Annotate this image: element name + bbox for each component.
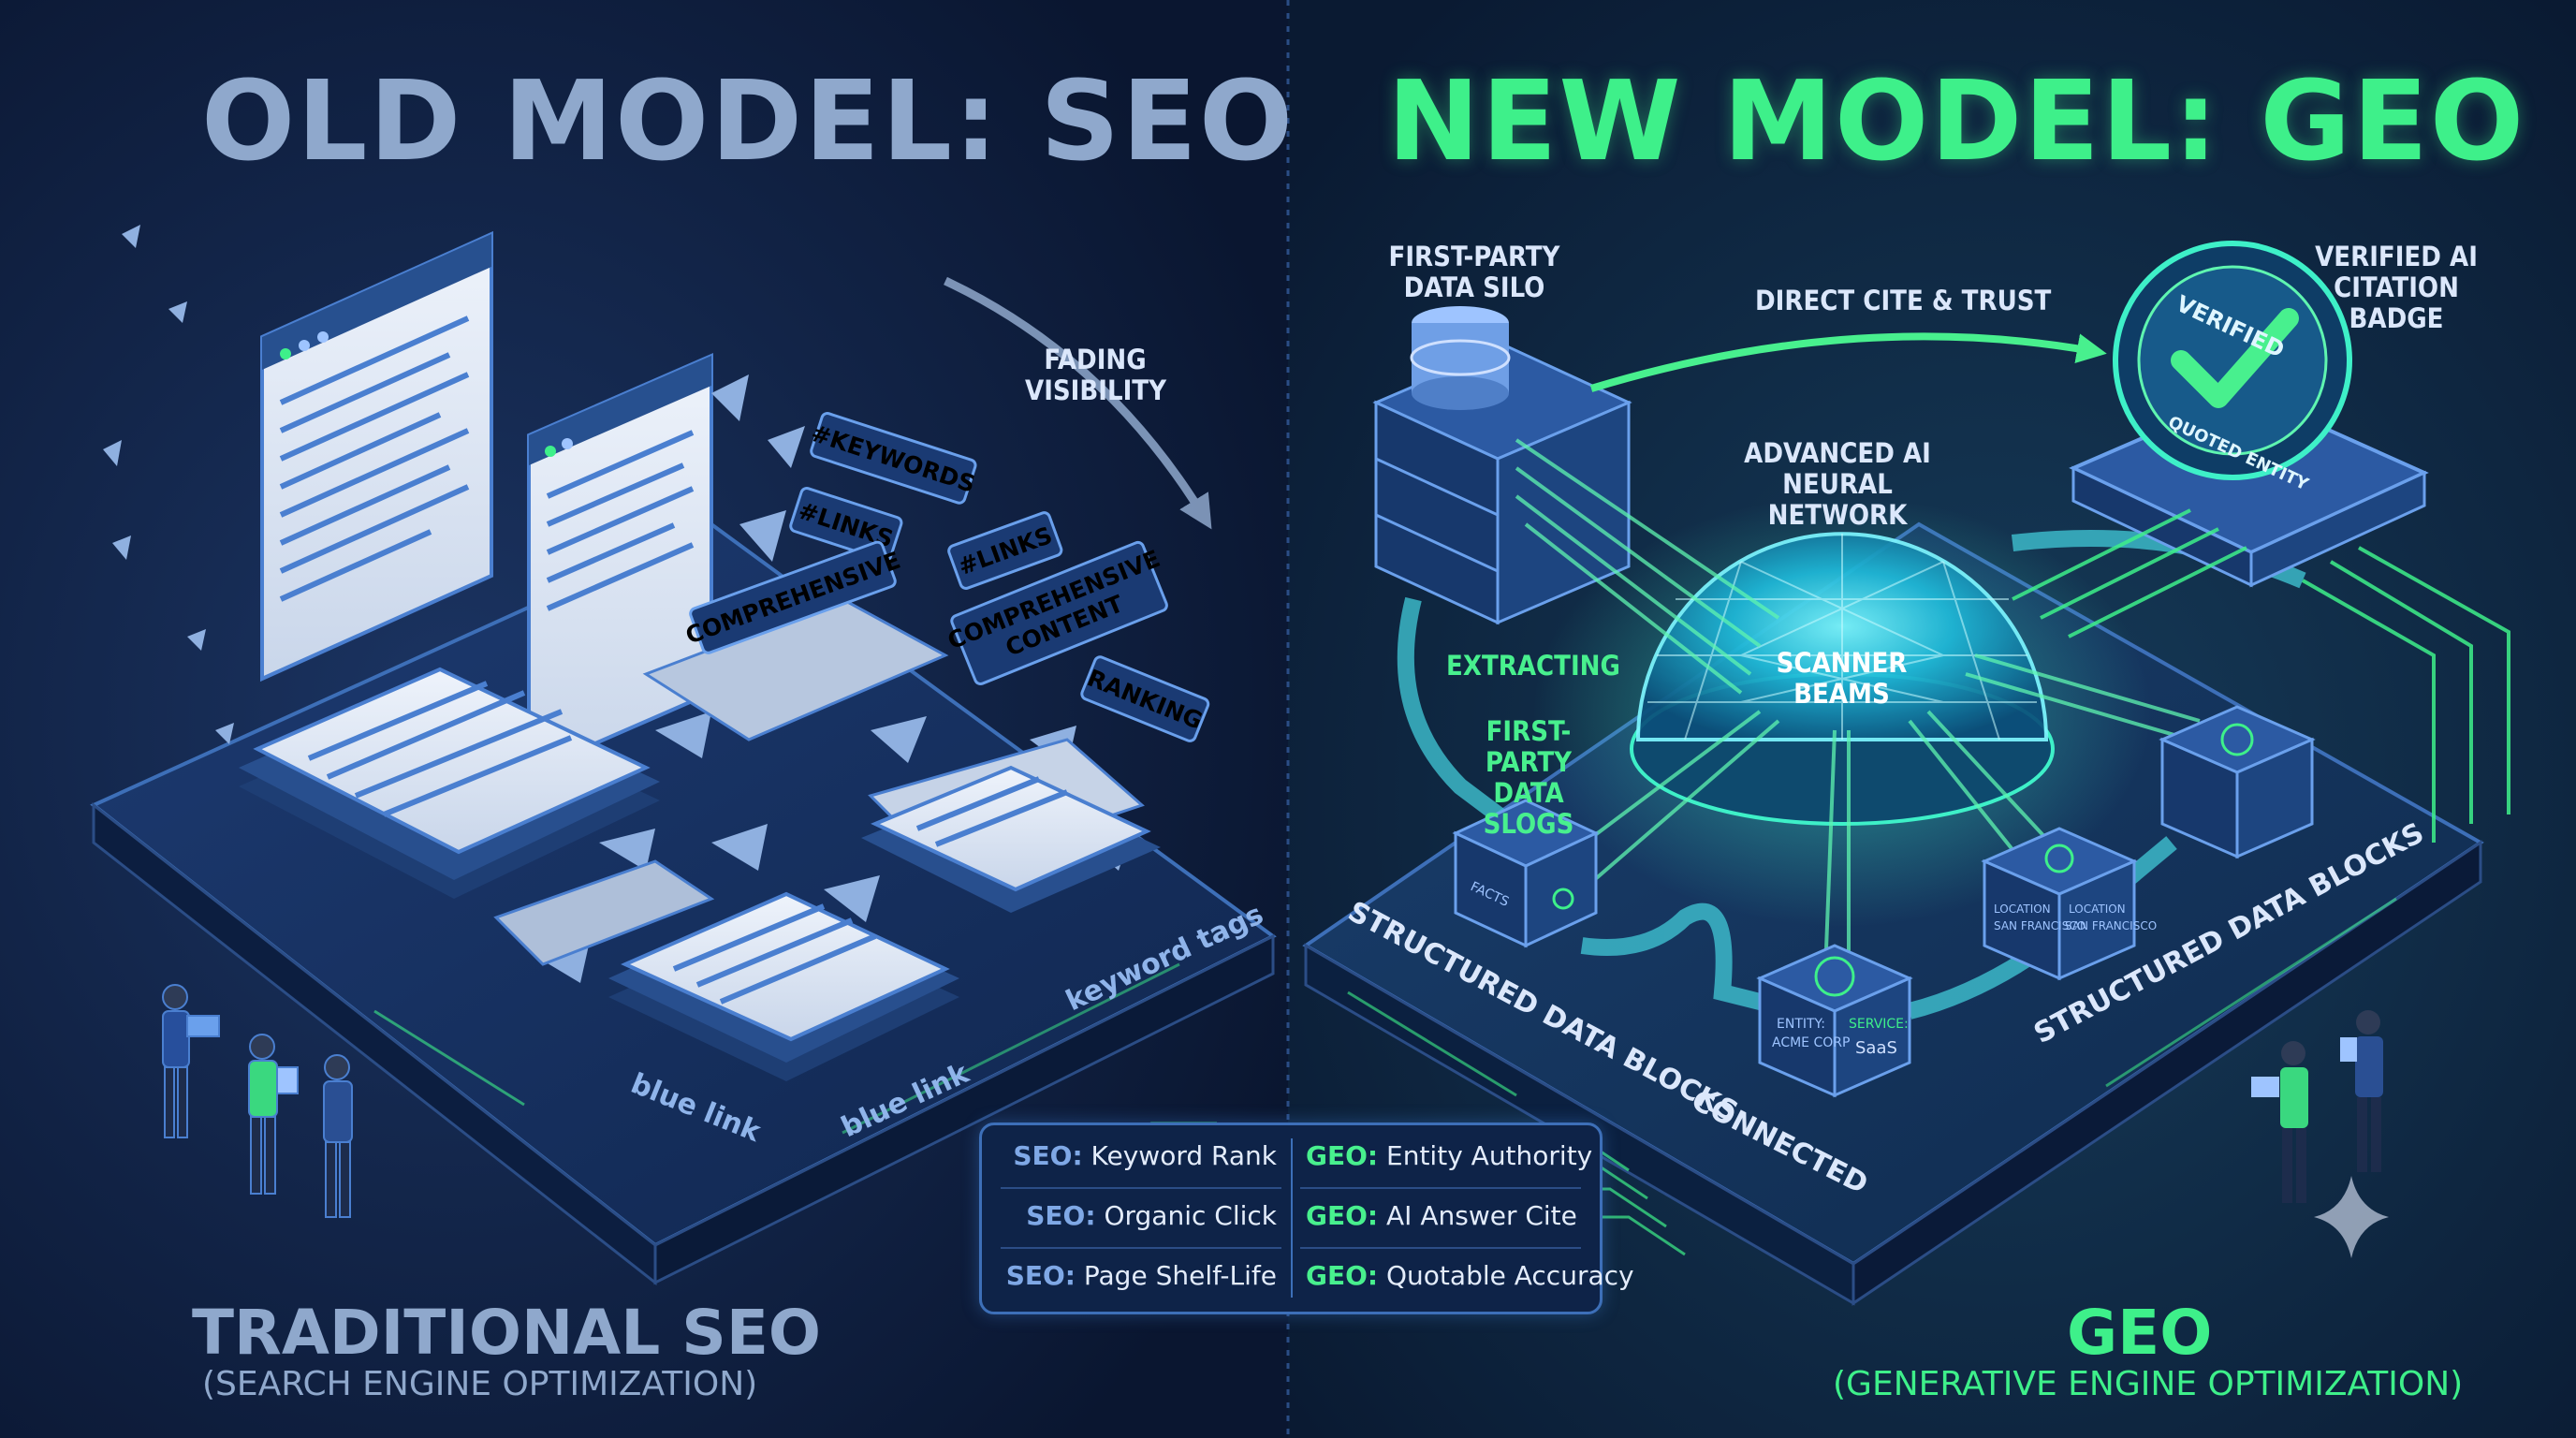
geo-metric-1: GEO: Entity Authority — [1306, 1140, 1593, 1171]
sparkle-icon — [2314, 1176, 2389, 1258]
seo-metric-3: SEO: Page Shelf-Life — [1005, 1260, 1277, 1291]
data-silo-server — [1372, 306, 1632, 625]
document-stack-2 — [608, 891, 959, 1081]
neural-network-label: ADVANCED AI NEURAL NETWORK — [1744, 437, 1931, 531]
document-stack-1 — [239, 667, 660, 899]
seo-metric-1: SEO: Keyword Rank — [1013, 1140, 1277, 1171]
badge-caption: VERIFIED AI CITATION BADGE — [2315, 241, 2478, 334]
neural-network-dome — [1630, 532, 2055, 826]
geo-metric-2: GEO: AI Answer Cite — [1306, 1200, 1577, 1231]
direct-cite-arrow — [1589, 332, 2107, 392]
direct-cite-label: DIRECT CITE & TRUST — [1755, 285, 2052, 316]
data-block-facts: FACTS — [1452, 799, 1600, 948]
svg-text:LOCATION: LOCATION — [2069, 902, 2126, 916]
svg-text:SAN FRANCISCO: SAN FRANCISCO — [1994, 919, 2086, 932]
svg-text:SAN FRANCISCO: SAN FRANCISCO — [2065, 919, 2157, 932]
browser-window-1 — [260, 230, 493, 682]
data-block-settings — [2159, 705, 2316, 859]
traditional-seo-subtitle: (SEARCH ENGINE OPTIMIZATION) — [202, 1365, 758, 1403]
fading-visibility-label: FADING VISIBILITY — [1025, 344, 1166, 406]
svg-text:SaaS: SaaS — [1855, 1038, 1897, 1058]
fading-visibility-arrow — [944, 276, 1212, 530]
scanner-beams-label: SCANNER BEAMS — [1776, 647, 1908, 710]
comparison-divider — [1291, 1138, 1293, 1298]
badge-connector-traces — [2012, 508, 2510, 843]
extracting-label: EXTRACTING — [1446, 650, 1620, 682]
document-stack-3 — [861, 765, 1161, 913]
svg-text:ENTITY:: ENTITY: — [1777, 1017, 1825, 1032]
svg-text:LOCATION: LOCATION — [1994, 902, 2051, 916]
geo-metric-3: GEO: Quotable Accuracy — [1306, 1260, 1634, 1291]
traditional-seo-title: TRADITIONAL SEO — [192, 1297, 822, 1369]
data-silo-label: FIRST-PARTY DATA SILO — [1388, 241, 1560, 303]
data-block-location: LOCATION SAN FRANCISCO LOCATION SAN FRAN… — [1981, 827, 2157, 981]
old-model-title: OLD MODEL: SEO — [201, 56, 1295, 185]
geo-people-group — [2251, 1010, 2383, 1203]
new-model-title: NEW MODEL: GEO — [1387, 56, 2526, 185]
geo-title: GEO — [2067, 1297, 2213, 1369]
svg-text:ACME CORP: ACME CORP — [1772, 1035, 1850, 1050]
verified-badge-icon: VERIFIED QUOTED ENTITY — [2113, 241, 2352, 495]
data-slogs-label: FIRST-PARTY DATA SLOGS — [1483, 715, 1574, 840]
seo-metric-2: SEO: Organic Click — [1026, 1200, 1277, 1231]
comparison-table: SEO: Keyword Rank GEO: Entity Authority … — [979, 1123, 1634, 1314]
data-block-entity: ENTITY: ACME CORP SERVICE: SaaS — [1756, 944, 1913, 1098]
seo-people-group — [162, 984, 353, 1218]
svg-text:SERVICE:: SERVICE: — [1849, 1017, 1909, 1032]
geo-subtitle: (GENERATIVE ENGINE OPTIMIZATION) — [1833, 1365, 2464, 1403]
